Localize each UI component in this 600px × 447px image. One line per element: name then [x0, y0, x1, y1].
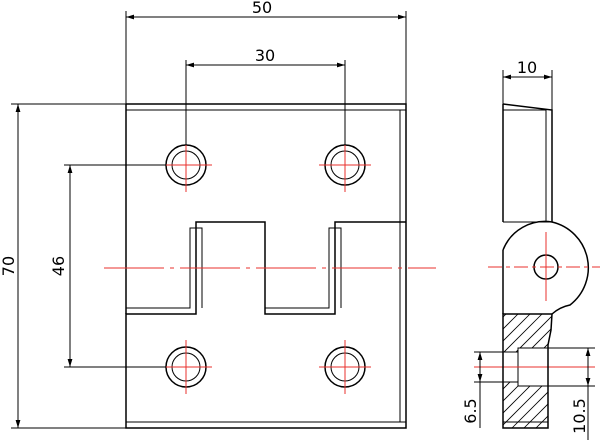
- notch-right-inner: [265, 227, 342, 309]
- hole-top-left: [160, 138, 212, 192]
- dimension-label-10: 10: [517, 58, 537, 77]
- dimension-overall-width: 50: [125, 0, 407, 104]
- side-view: [474, 103, 600, 429]
- dimension-overall-height: 70: [0, 103, 126, 429]
- dimension-section-height: 10.5: [548, 347, 595, 440]
- dimension-hole-spacing-vertical: 46: [49, 164, 166, 368]
- hole-bottom-left: [160, 340, 212, 394]
- dimension-label-70: 70: [0, 256, 18, 276]
- dimension-label-46: 46: [49, 256, 68, 276]
- side-top-leaf: [502, 103, 553, 222]
- dimension-hole-spacing-horizontal: 30: [185, 46, 346, 145]
- hole-top-right: [319, 138, 371, 192]
- dimension-label-50: 50: [252, 0, 272, 17]
- hole-bottom-right: [319, 340, 371, 394]
- section-hatching: [503, 314, 552, 428]
- front-view: [104, 103, 436, 429]
- dimension-label-30: 30: [255, 46, 275, 65]
- dimension-thickness: 10: [502, 58, 553, 110]
- side-knuckle: [502, 220, 590, 315]
- notch-left-inner: [126, 227, 203, 309]
- dimension-label-6-5: 6.5: [461, 398, 480, 423]
- side-bottom-leaf: [502, 313, 553, 429]
- dimension-counterbore-depth: 6.5: [461, 351, 518, 428]
- plate-outline: [125, 103, 407, 429]
- dimension-label-10-5: 10.5: [570, 398, 589, 434]
